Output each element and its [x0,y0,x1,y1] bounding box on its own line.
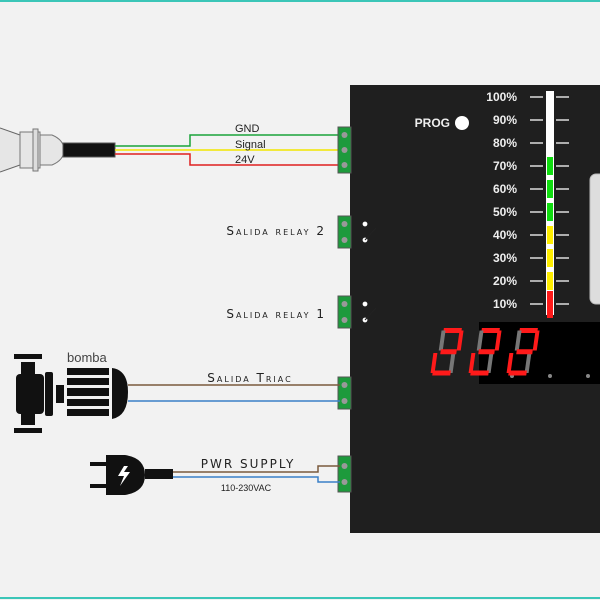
display-segment [456,330,464,351]
bar-tick-label: 60% [493,182,517,196]
display-segment [524,353,532,373]
power-wire-brown [173,465,340,473]
side-panel [589,173,600,305]
display-segment [448,353,456,373]
signal-label: Signal [235,139,266,151]
relay2-terminal [337,215,352,249]
power-wire-blue [173,476,340,483]
display-segment [430,353,438,373]
display-segment [494,330,502,351]
display-segment [438,330,446,351]
display-segment [440,349,457,355]
bar-segment [547,203,553,221]
display-segment [519,328,538,333]
display-segment [506,353,514,373]
display-segment [476,330,484,351]
display-dot [548,374,552,378]
power-label: PWR SUPPLY [201,457,296,471]
bar-tick-label: 50% [493,205,517,219]
display-segment [481,328,500,333]
bar-tick-label: 20% [493,274,517,288]
display-segment [432,370,451,376]
bar-tick-label: 90% [493,113,517,127]
bar-tick-label: 70% [493,159,517,173]
bar-tick-label: 30% [493,251,517,265]
display-segment [486,353,494,373]
bar-tick-label: 10% [493,297,517,311]
triac-label: Salida Triac [207,371,292,385]
display-segment [516,349,533,355]
power-plug-icon [90,455,173,495]
display-segment [443,328,462,333]
bar-segment [547,249,553,267]
power-terminal [337,455,352,493]
display-segment [508,370,527,376]
24v-label: 24V [235,154,255,166]
relay2-label: Salida relay 2 [226,224,326,238]
prog-label: PROG [415,116,450,130]
display-segment [532,330,540,351]
triac-terminal [337,376,352,410]
controller-board [350,85,600,533]
display-segment [468,353,476,373]
display-dot [586,374,590,378]
bar-tick-label: 100% [486,90,517,104]
sensor-icon [0,127,116,173]
display-segment [514,330,522,351]
bar-segment [547,291,553,318]
seven-segment-display [430,322,600,384]
gnd-label: GND [235,123,260,135]
voltage-label: 110-230VAC [221,483,272,493]
bar-segment [547,272,553,290]
relay1-switch-icon [361,300,377,324]
bar-tick-label: 40% [493,228,517,242]
prog-button[interactable] [455,116,469,130]
relay1-label: Salida relay 1 [226,307,326,321]
pump-icon [14,354,128,433]
24v-wire [115,153,340,166]
bar-tick-label: 80% [493,136,517,150]
sensor-terminal [337,126,352,174]
display-segment [470,370,489,376]
display-segment [478,349,495,355]
pump-label: bomba [67,350,108,365]
relay2-switch-icon [361,220,377,244]
relay1-terminal [337,295,352,329]
bar-segment [547,180,553,198]
level-bar: 100% 90% 80% 70% 60% 50% 40% 30% 20% 10% [486,90,569,318]
bar-segment [547,157,553,175]
gnd-wire [115,134,340,147]
bar-segment [547,226,553,244]
